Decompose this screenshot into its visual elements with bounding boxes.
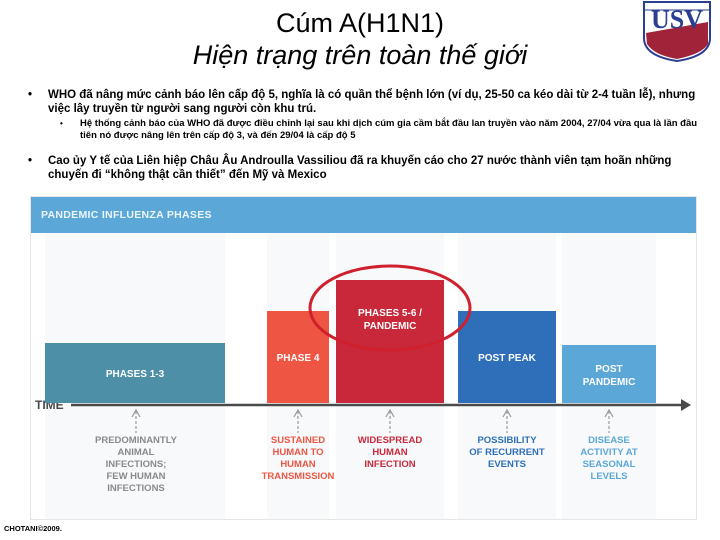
phase-description: FEW HUMAN [106,471,165,482]
phase-description: EVENTS [488,459,526,470]
connector-arrow-icon [385,408,395,418]
phase-description: PREDOMINANTLY [95,435,178,446]
bullet-dot-icon: • [28,155,33,167]
phase-description: HUMAN [280,459,315,470]
bullet-list: • WHO đã nâng mức cảnh báo lên cấp độ 5,… [28,88,698,182]
phase-description: WIDESPREAD [358,435,423,446]
bullet-dot-icon: • [28,89,33,101]
time-arrow-icon [681,399,691,411]
university-logo: USV [643,1,711,62]
phase-description: DISEASE [588,435,630,446]
connector-arrow-icon [293,408,303,418]
phase-label: PHASE 4 [277,353,320,364]
copyright-footer: CHOTANI©2009. [4,524,62,533]
bullet-item: • Cao ủy Y tế của Liên hiệp Châu Âu Andr… [28,154,698,182]
bullet-text: Cao ủy Y tế của Liên hiệp Châu Âu Androu… [48,155,672,181]
phase-box [45,343,225,403]
phase-label: POST [595,364,622,375]
slide-title: Cúm A(H1N1) [275,8,445,38]
phase-description: HUMAN TO [272,447,323,458]
sub-bullet-text: Hệ thống cảnh báo của WHO đã được điều c… [80,118,698,141]
connector-arrow-icon [131,408,141,418]
connector-arrow-icon [502,408,512,418]
phase-box [562,345,656,403]
diagram-header-band: PANDEMIC INFLUENZA PHASES [31,197,696,233]
bullet-text: WHO đã nâng mức cảnh báo lên cấp độ 5, n… [48,89,696,115]
phase-description: SUSTAINED [271,435,325,446]
phase-description: LEVELS [591,471,628,482]
logo-text: USV [651,5,703,34]
highlight-ellipse [308,264,472,352]
bullet-dot-icon: • [60,119,63,128]
phase-label: POST PEAK [478,353,537,364]
phase-description: SEASONAL [583,459,636,470]
phase-description: TRANSMISSION [262,471,335,482]
slide-subtitle: Hiện trạng trên toàn thế giới [192,40,528,70]
phase-description: INFECTIONS [107,483,165,494]
phase-description: INFECTIONS; [106,459,167,470]
phase-label: PHASES 5-6 / [358,308,422,319]
phase-box [458,311,556,403]
phase-label: PANDEMIC [583,377,636,388]
connector-arrow-icon [604,408,614,418]
bullet-item: • WHO đã nâng mức cảnh báo lên cấp độ 5,… [28,88,698,116]
phase-description: POSSIBILITY [477,435,537,446]
sub-bullet-item: • Hệ thống cảnh báo của WHO đã được điều… [28,118,698,142]
phase-description: ANIMAL [118,447,155,458]
phase-description: ACTIVITY AT [580,447,638,458]
phase-label: PHASES 1-3 [106,369,165,380]
phase-description: OF RECURRENT [469,447,545,458]
phase-box [336,280,444,403]
phase-description: HUMAN [372,447,407,458]
diagram-header: PANDEMIC INFLUENZA PHASES [41,209,212,221]
phase-description: INFECTION [364,459,415,470]
phase-label: PANDEMIC [364,321,417,332]
